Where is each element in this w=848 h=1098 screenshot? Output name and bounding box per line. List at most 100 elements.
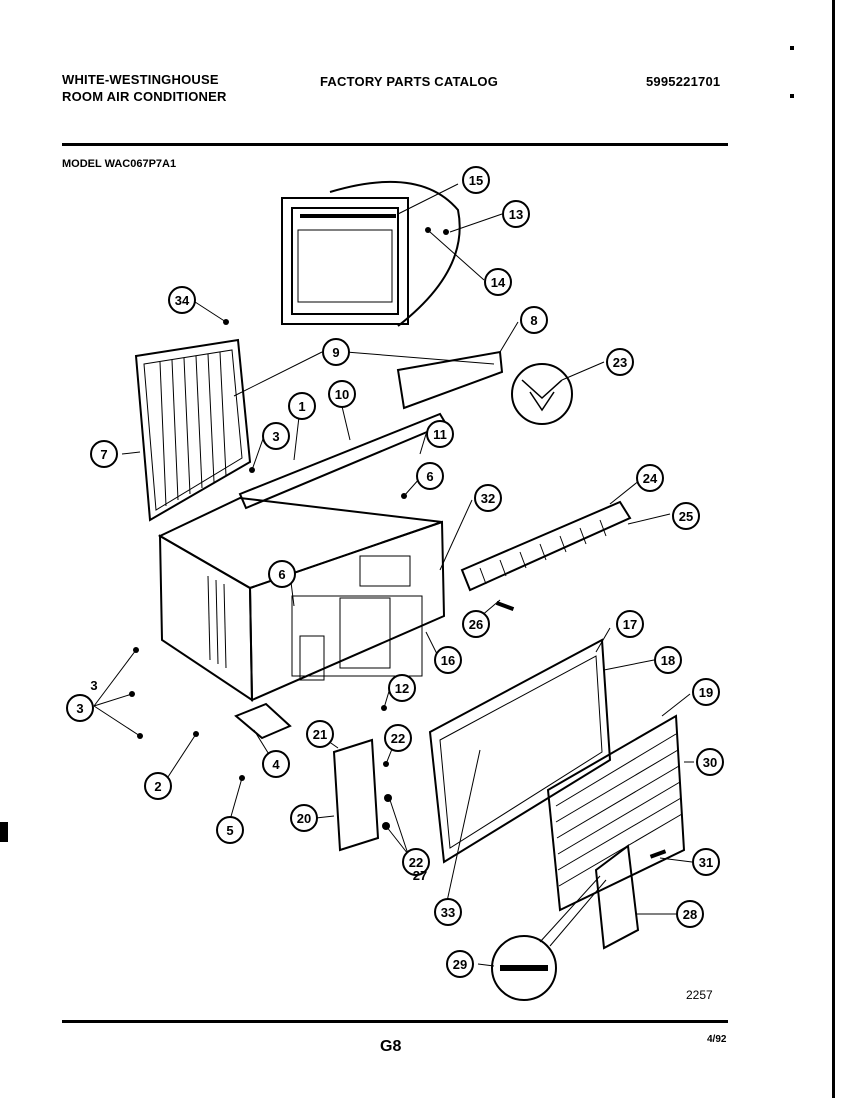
callout-31: [692, 848, 720, 876]
callout-33: [434, 898, 462, 926]
callout-text: 6: [426, 469, 433, 484]
callout-20: [290, 804, 318, 832]
callout-2: [144, 772, 172, 800]
callout-30: [696, 748, 724, 776]
catalog-title: FACTORY PARTS CATALOG: [320, 74, 499, 89]
scan-mark: [790, 94, 794, 98]
callout-32: [474, 484, 502, 512]
callout-text: 3: [272, 429, 279, 444]
callout-15: [462, 166, 490, 194]
callout-7: [90, 440, 118, 468]
callout-text: 20: [297, 811, 311, 826]
callout-text: 25: [679, 509, 693, 524]
callout-text: 32: [481, 491, 495, 506]
callout-text: 5: [226, 823, 233, 838]
callout-text-hidden: 27: [413, 868, 427, 883]
scan-mark: [0, 822, 8, 842]
callout-9: [322, 338, 350, 366]
callout-12: [388, 674, 416, 702]
filter-detail-circle: [491, 935, 557, 1001]
callout-text: 19: [699, 685, 713, 700]
header-rule: [62, 143, 728, 146]
callout-21: [306, 720, 334, 748]
callout-28: [676, 900, 704, 928]
control-panel: [332, 738, 380, 852]
callout-text: 1: [298, 399, 305, 414]
callout-18: [654, 646, 682, 674]
callout-text: 14: [491, 275, 506, 290]
brand-line-1: WHITE-WESTINGHOUSE: [62, 72, 219, 87]
callout-text: 22: [391, 731, 405, 746]
callout-text: 31: [699, 855, 713, 870]
callout-11: [426, 420, 454, 448]
brand-block: WHITE-WESTINGHOUSE ROOM AIR CONDITIONER: [62, 71, 227, 105]
callout-29: [446, 950, 474, 978]
front-grille-frame: [428, 638, 612, 864]
callout-5: [216, 816, 244, 844]
callout-text: 24: [643, 471, 658, 486]
callout-text: 8: [530, 313, 537, 328]
callout-1: [288, 392, 316, 420]
louver-assembly: [460, 500, 632, 592]
callout-text: 12: [395, 681, 409, 696]
callout-17: [616, 610, 644, 638]
window-panel-outer: [281, 197, 409, 325]
callout-text: 11: [433, 427, 447, 442]
page-code: G8: [380, 1038, 402, 1055]
cabinet-left: [158, 534, 254, 702]
callout-10: [328, 380, 356, 408]
cabinet-top: [157, 496, 443, 590]
callout-text: 4: [272, 757, 280, 772]
bracket-detail-circle: [511, 363, 573, 425]
callout-24: [636, 464, 664, 492]
callout-text: 23: [613, 355, 627, 370]
callout-34: [168, 286, 196, 314]
callout-25: [672, 502, 700, 530]
callout-27: [606, 348, 634, 376]
callout-text: 29: [453, 957, 467, 972]
callout-3-left: [66, 694, 94, 722]
callout-text: 2: [154, 779, 161, 794]
callout-6-top: [416, 462, 444, 490]
catalog-number: 5995221701: [646, 74, 721, 89]
scan-mark: [790, 46, 794, 50]
callout-text: 22: [409, 855, 423, 870]
callout-text: 7: [100, 447, 107, 462]
callout-text-hidden: 3: [90, 678, 97, 693]
window-panel-inner: [291, 207, 399, 315]
callout-text: 28: [683, 907, 697, 922]
page-border-right: [832, 0, 835, 1098]
cabinet-front: [248, 520, 446, 702]
callout-text: 34: [175, 293, 190, 308]
callout-23: [384, 724, 412, 752]
callout-13: [502, 200, 530, 228]
side-curtain: [134, 338, 252, 522]
callout-text: 9: [332, 345, 339, 360]
callout-text: 3: [76, 701, 83, 716]
callout-14: [484, 268, 512, 296]
callout-4: [262, 750, 290, 778]
callout-19: [692, 678, 720, 706]
callout-8: [520, 306, 548, 334]
callout-text: 6: [278, 567, 285, 582]
callout-text: 17: [623, 617, 637, 632]
base-tray: [234, 702, 292, 740]
model-label: MODEL WAC067P7A1: [62, 158, 177, 170]
brand-line-2: ROOM AIR CONDITIONER: [62, 89, 227, 104]
callout-text: 16: [441, 653, 455, 668]
front-grille: [546, 714, 686, 912]
callout-text: 33: [441, 905, 455, 920]
callout-26: [462, 610, 490, 638]
callout-text: 10: [335, 387, 349, 402]
print-date: 4/92: [707, 1034, 727, 1045]
callout-22: [402, 848, 430, 876]
callout-text: 13: [509, 207, 523, 222]
diagram-number: 2257: [686, 988, 713, 1002]
footer-rule: [62, 1020, 728, 1023]
callout-text: 18: [661, 653, 675, 668]
callout-text: 21: [313, 727, 327, 742]
foam-strip: [396, 350, 504, 410]
callout-text: 15: [469, 173, 483, 188]
